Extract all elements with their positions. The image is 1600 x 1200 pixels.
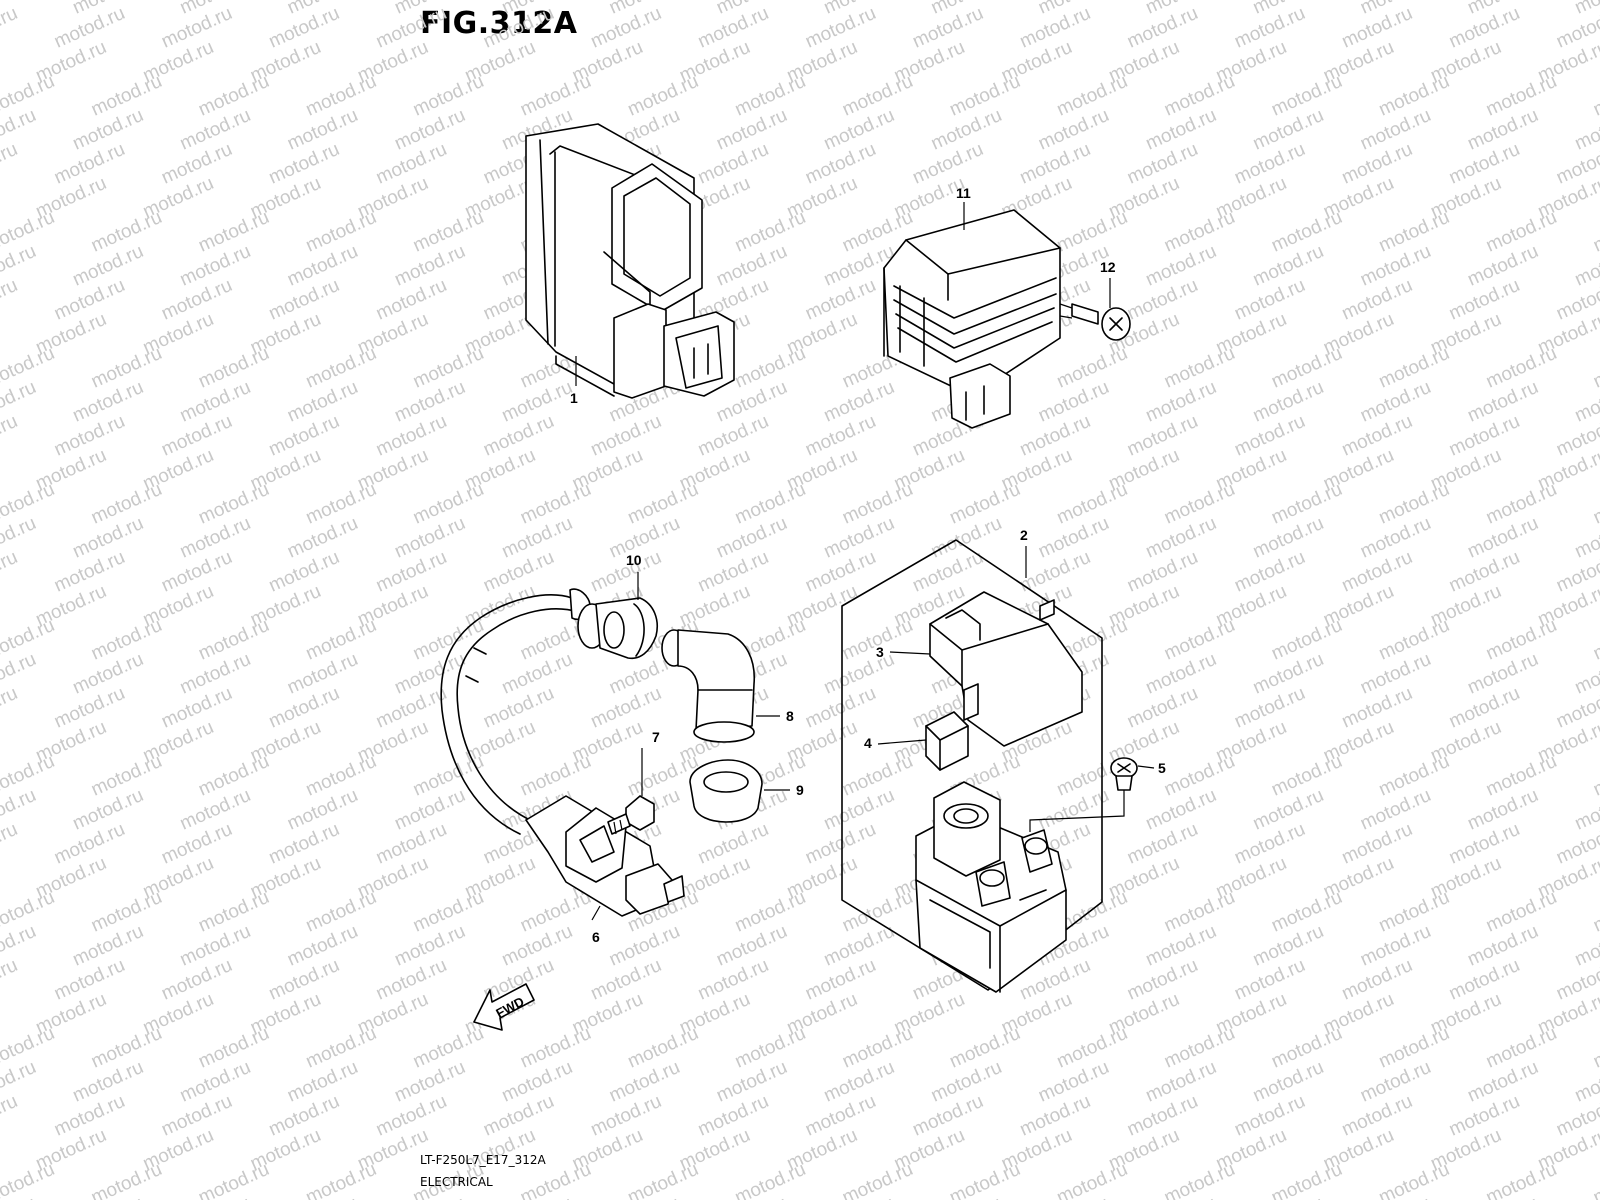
- figure-section: ELECTRICAL: [420, 1175, 493, 1189]
- watermark-text: motod.ru: [0, 819, 21, 869]
- watermark-text: motod.ru: [625, 1159, 702, 1200]
- watermark-text: motod.ru: [0, 173, 2, 223]
- watermark-text: motod.ru: [303, 1159, 380, 1200]
- leader-lines: [575, 202, 1155, 921]
- part-2-assembly-frame: [841, 539, 1103, 991]
- figure-title: FIG.312A: [420, 6, 578, 41]
- watermark-text: motod.ru: [1590, 207, 1600, 257]
- watermark-text: motod.ru: [0, 139, 21, 189]
- watermark-text: motod.ru: [1590, 479, 1600, 529]
- watermark-text: motod.ru: [0, 275, 21, 325]
- watermark-text: motod.ru: [0, 411, 21, 461]
- part-9-seal[interactable]: [689, 759, 763, 823]
- callout-10: 10: [626, 552, 642, 568]
- callout-3: 3: [876, 644, 884, 660]
- watermark-text: motod.ru: [1590, 71, 1600, 121]
- callout-11: 11: [956, 185, 971, 201]
- watermark-text: motod.ru: [1590, 343, 1600, 393]
- watermark-text: motod.ru: [1054, 1159, 1131, 1200]
- watermark-text: motod.ru: [0, 581, 2, 631]
- callout-7: 7: [652, 729, 660, 745]
- watermark-text: motod.ru: [88, 1159, 165, 1200]
- part-5-screw[interactable]: [1110, 757, 1138, 791]
- watermark-text: motod.ru: [732, 1159, 809, 1200]
- watermark-text: motod.ru: [0, 445, 2, 495]
- part-4-fuse[interactable]: [925, 711, 969, 771]
- part-7-bolt[interactable]: [607, 795, 655, 835]
- watermark-text: motod.ru: [0, 717, 2, 767]
- part-12-bolt[interactable]: [1059, 303, 1131, 341]
- callout-2: 2: [1020, 527, 1028, 543]
- watermark-text: motod.ru: [1590, 1159, 1600, 1200]
- figure-code: LT-F250L7_E17_312A: [420, 1153, 546, 1167]
- watermark-text: motod.ru: [0, 955, 21, 1005]
- watermark-text: motod.ru: [0, 309, 2, 359]
- part-11-regulator[interactable]: [883, 209, 1061, 429]
- part-6-ignition-coil[interactable]: [440, 588, 685, 917]
- watermark-text: motod.ru: [1590, 615, 1600, 665]
- watermark-text: motod.ru: [0, 1125, 2, 1175]
- watermark-text: motod.ru: [0, 683, 21, 733]
- part-1-control-unit[interactable]: [525, 123, 735, 399]
- callout-5: 5: [1158, 760, 1166, 776]
- watermark-text: motod.ru: [1590, 751, 1600, 801]
- callout-6: 6: [592, 929, 600, 945]
- watermark-text: motod.ru: [1161, 1159, 1238, 1200]
- callout-9: 9: [796, 782, 804, 798]
- watermark-text: motod.ru: [1483, 1159, 1560, 1200]
- watermark-text: motod.ru: [0, 989, 2, 1039]
- watermark-text: motod.ru: [0, 1091, 21, 1141]
- watermark-text: motod.ru: [946, 1159, 1023, 1200]
- watermark-text: motod.ru: [1590, 1023, 1600, 1073]
- watermark-text: motod.ru: [1268, 1159, 1345, 1200]
- part-10-grommet[interactable]: [577, 597, 658, 660]
- part-3-relay-cover[interactable]: [929, 591, 1083, 747]
- callout-labels: 1 11 12 2 3 4 5 10 7 8 9 6: [570, 185, 1166, 945]
- watermark-text: motod.ru: [0, 37, 2, 87]
- watermark-text: motod.ru: [0, 3, 21, 53]
- callout-1: 1: [570, 390, 578, 406]
- watermark-text: motod.ru: [195, 1159, 272, 1200]
- watermark-text: motod.ru: [1376, 1159, 1453, 1200]
- watermark-text: motod.ru: [0, 853, 2, 903]
- watermark-text: motod.ru: [1590, 887, 1600, 937]
- watermark-text: motod.ru: [0, 547, 21, 597]
- starter-relay-body[interactable]: [915, 781, 1067, 993]
- part-8-plug-cap[interactable]: [661, 629, 756, 743]
- watermark-text: motod.ru: [839, 1159, 916, 1200]
- callout-8: 8: [786, 708, 794, 724]
- callout-4: 4: [864, 735, 872, 751]
- callout-12: 12: [1100, 259, 1116, 275]
